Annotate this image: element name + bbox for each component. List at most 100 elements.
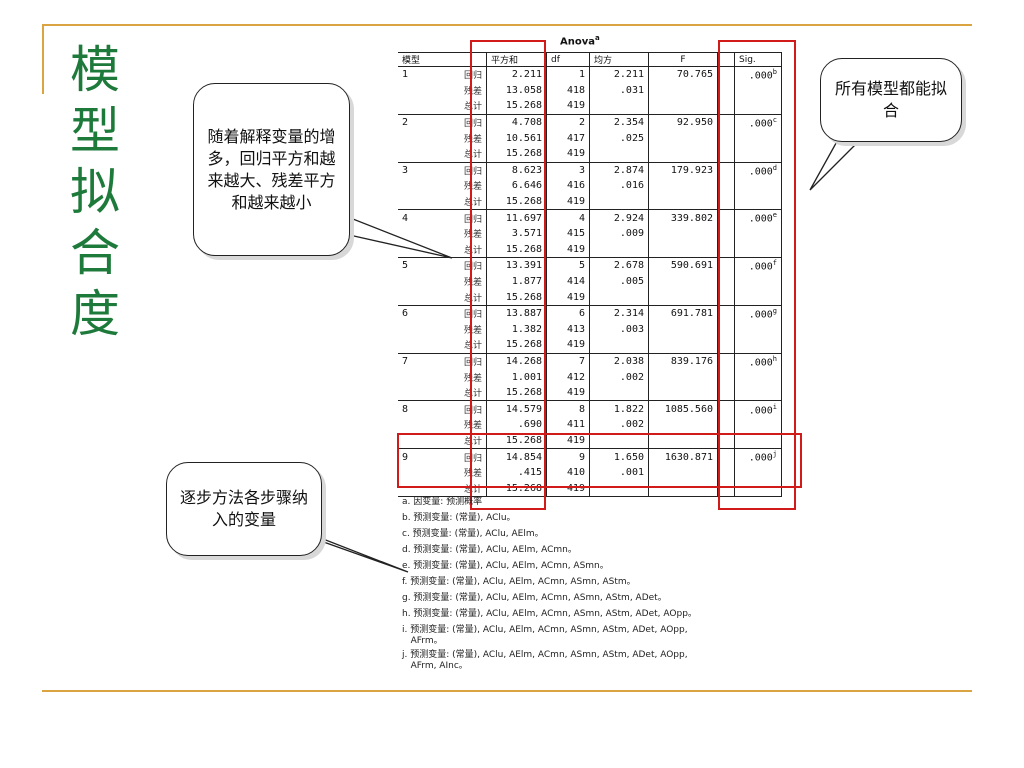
cell-model: 4 bbox=[398, 209, 440, 226]
cell-kind: 残差 bbox=[463, 278, 482, 289]
cell-model bbox=[398, 385, 440, 401]
cell-f bbox=[648, 480, 718, 498]
cell-gap bbox=[717, 178, 735, 194]
cell-ss: 14.854 bbox=[486, 448, 547, 465]
cell-ms bbox=[589, 432, 649, 449]
cell-f bbox=[648, 384, 718, 401]
cell-kind: 总计 bbox=[463, 150, 482, 161]
cell-gap bbox=[717, 352, 735, 370]
cell-f bbox=[648, 417, 718, 433]
cell-df: 418 bbox=[546, 82, 590, 99]
cell-f: 1630.871 bbox=[648, 448, 718, 465]
cell-sig-value: .000 bbox=[748, 70, 773, 82]
cell-sig: .000d bbox=[734, 161, 782, 179]
cell-sig-value: .000 bbox=[748, 309, 773, 321]
cell-ms: .002 bbox=[589, 369, 649, 385]
cell-model bbox=[398, 274, 440, 290]
cell-df: 419 bbox=[546, 337, 590, 354]
cell-sig-value: .000 bbox=[748, 213, 773, 225]
cell-sig bbox=[734, 289, 782, 306]
cell-sig bbox=[734, 193, 782, 210]
left-accent-tick bbox=[42, 24, 44, 94]
cell-sig bbox=[734, 480, 782, 498]
cell-df: 412 bbox=[546, 369, 590, 385]
cell-f bbox=[648, 98, 718, 115]
cell-ss: 14.268 bbox=[486, 352, 547, 370]
cell-sig bbox=[734, 82, 782, 99]
cell-kind: 总计 bbox=[440, 480, 487, 498]
title-char: 合 bbox=[70, 224, 120, 282]
cell-gap bbox=[717, 130, 735, 146]
bottom-rule bbox=[42, 690, 972, 692]
cell-f: 179.923 bbox=[648, 161, 718, 179]
cell-kind: 残差 bbox=[463, 134, 482, 145]
cell-f: 1085.560 bbox=[648, 400, 718, 418]
cell-kind: 总计 bbox=[463, 436, 482, 447]
cell-kind: 总计 bbox=[463, 198, 482, 209]
cell-gap bbox=[717, 480, 735, 498]
cell-df: 8 bbox=[546, 400, 590, 418]
cell-sig: .000i bbox=[734, 400, 782, 418]
cell-ms bbox=[589, 193, 649, 210]
cell-sig-value: .000 bbox=[748, 261, 773, 273]
cell-ms bbox=[589, 384, 649, 401]
cell-gap bbox=[717, 161, 735, 179]
cell-sig-footnote: c bbox=[772, 115, 777, 124]
cell-model bbox=[398, 146, 440, 162]
footnote-item: f. 预测变量: (常量), AClu, AElm, ACmn, ASmn, A… bbox=[402, 577, 636, 587]
cell-f bbox=[648, 464, 718, 481]
cell-ss: 1.382 bbox=[486, 321, 547, 338]
highlight-sig-column bbox=[718, 40, 796, 510]
cell-ss: 15.268 bbox=[486, 98, 547, 115]
cell-ss: 15.268 bbox=[486, 337, 547, 354]
cell-ss: 13.058 bbox=[486, 82, 547, 99]
cell-ss: 15.268 bbox=[486, 384, 547, 401]
cell-f bbox=[648, 130, 718, 146]
cell-df: 419 bbox=[546, 432, 590, 449]
cell-f bbox=[648, 145, 718, 163]
cell-kind: 回归 bbox=[440, 257, 487, 274]
footnote-item: h. 预测变量: (常量), AClu, AElm, ACmn, ASmn, A… bbox=[402, 609, 697, 619]
footnote-item: c. 预测变量: (常量), AClu, AElm。 bbox=[402, 529, 544, 539]
footnote-item: j. 预测变量: (常量), AClu, AElm, ACmn, ASmn, A… bbox=[402, 650, 688, 671]
cell-kind: 残差 bbox=[463, 373, 482, 384]
cell-ms: 2.211 bbox=[589, 65, 649, 83]
cell-gap bbox=[717, 145, 735, 163]
footnote-item: e. 预测变量: (常量), AClu, AElm, ACmn, ASmn。 bbox=[402, 561, 609, 571]
cell-kind: 残差 bbox=[463, 421, 482, 432]
cell-gap bbox=[717, 369, 735, 385]
cell-df: 415 bbox=[546, 225, 590, 242]
cell-ms: 2.678 bbox=[589, 257, 649, 274]
table-header-row: 模型 平方和 df 均方 F Sig. bbox=[398, 52, 782, 67]
cell-model: 8 bbox=[398, 400, 440, 418]
cell-gap bbox=[717, 417, 735, 433]
callout-text: 逐步方法各步骤纳入的变量 bbox=[179, 488, 308, 529]
cell-ss: 11.697 bbox=[486, 209, 547, 226]
cell-ms: .016 bbox=[589, 178, 649, 194]
cell-sig bbox=[734, 241, 782, 258]
cell-ms: 2.354 bbox=[589, 113, 649, 131]
cell-ms: .001 bbox=[589, 464, 649, 481]
cell-f bbox=[648, 225, 718, 242]
cell-gap bbox=[717, 98, 735, 115]
cell-sig-footnote: b bbox=[772, 68, 777, 77]
cell-f bbox=[648, 337, 718, 354]
cell-kind: 回归 bbox=[440, 352, 487, 370]
anova-title: Anovaa bbox=[560, 34, 600, 47]
cell-ms bbox=[589, 337, 649, 354]
cell-gap bbox=[717, 448, 735, 465]
cell-df: 1 bbox=[546, 65, 590, 83]
title-char: 度 bbox=[70, 285, 120, 343]
